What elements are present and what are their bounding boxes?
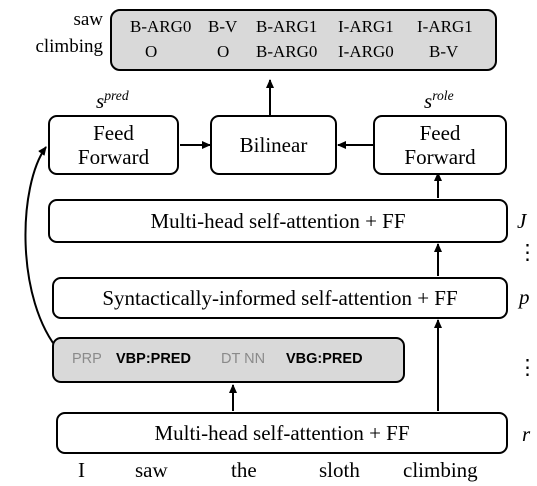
- output-tag: B-V: [429, 42, 459, 61]
- input-word: climbing: [403, 458, 478, 482]
- ff-right-line2: Forward: [404, 145, 476, 169]
- s-role-base: s: [424, 89, 433, 113]
- output-tag: B-ARG0: [256, 42, 318, 61]
- layer-label-p: p: [519, 285, 530, 309]
- predicate-tags-box: [52, 337, 405, 383]
- output-box: [110, 9, 497, 71]
- output-tag: O: [145, 42, 158, 61]
- syntax-attention-layer: Syntactically-informed self-attention + …: [52, 277, 508, 319]
- mhsa-bottom-layer: Multi-head self-attention + FF: [56, 412, 508, 454]
- input-word: saw: [135, 458, 168, 482]
- feed-forward-pred: Feed Forward: [48, 115, 179, 175]
- ff-left-line2: Forward: [77, 145, 150, 169]
- predicate-tag: VBG:PRED: [286, 351, 363, 367]
- output-label-climbing: climbing: [35, 36, 103, 57]
- output-label-saw: saw: [73, 9, 103, 30]
- arrow-tags-to-ffleft: [24, 146, 61, 353]
- vertical-dots: ⋮: [517, 355, 537, 379]
- s-pred-base: s: [96, 89, 105, 113]
- mhsa-bottom-label: Multi-head self-attention + FF: [154, 421, 410, 445]
- output-tag: I-ARG1: [338, 17, 394, 36]
- input-word: sloth: [319, 458, 360, 482]
- predicate-tag: VBP:PRED: [116, 351, 191, 367]
- lisa-label: Syntactically-informed self-attention + …: [102, 286, 458, 310]
- bilinear-label: Bilinear: [239, 133, 308, 157]
- pos-tag: PRP: [72, 351, 102, 367]
- mhsa-top-label: Multi-head self-attention + FF: [150, 209, 406, 233]
- s-pred-label: spred: [96, 88, 129, 114]
- input-word: I: [78, 458, 85, 482]
- mhsa-top-layer: Multi-head self-attention + FF: [48, 199, 508, 243]
- bilinear-box: Bilinear: [210, 115, 337, 175]
- ff-left-line1: Feed: [93, 121, 134, 145]
- output-tag: B-ARG1: [256, 17, 318, 36]
- output-tag: I-ARG0: [338, 42, 394, 61]
- feed-forward-role: Feed Forward: [373, 115, 507, 175]
- output-tag: B-ARG0: [130, 17, 192, 36]
- s-role-sup: role: [432, 88, 454, 103]
- s-pred-sup: pred: [104, 88, 129, 103]
- input-word: the: [231, 458, 257, 482]
- layer-label-r: r: [522, 422, 531, 446]
- output-tag: I-ARG1: [417, 17, 473, 36]
- vertical-dots: ⋮: [517, 240, 537, 264]
- output-tag: B-V: [208, 17, 238, 36]
- layer-label-J: J: [517, 209, 527, 233]
- s-role-label: srole: [424, 88, 454, 114]
- pos-tag: DT NN: [221, 351, 266, 367]
- output-tag: O: [217, 42, 230, 61]
- ff-right-line1: Feed: [419, 121, 461, 145]
